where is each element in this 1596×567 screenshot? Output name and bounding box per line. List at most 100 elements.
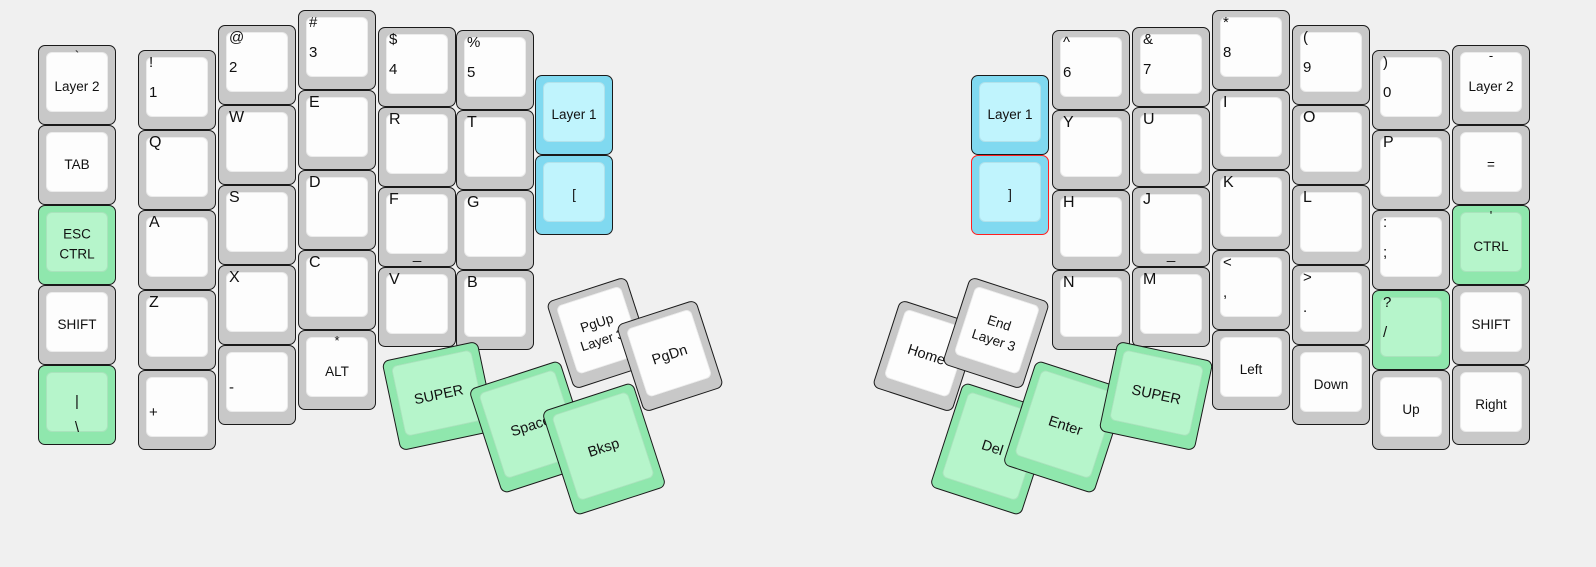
key-shift-right-cap — [1460, 292, 1522, 352]
key-q[interactable]: Q — [138, 130, 216, 210]
key-l-cap — [1300, 192, 1362, 252]
key-5-cap — [464, 37, 526, 97]
key-left-cap — [1220, 337, 1282, 397]
key-u[interactable]: U — [1132, 107, 1210, 187]
key-u-cap — [1140, 114, 1202, 174]
key-8[interactable]: *8 — [1212, 10, 1290, 90]
key-o-cap — [1300, 112, 1362, 172]
key-r[interactable]: R — [378, 107, 456, 187]
key-super-right[interactable]: SUPER — [1098, 340, 1214, 452]
key-i[interactable]: I — [1212, 90, 1290, 170]
key-h[interactable]: H — [1052, 190, 1130, 270]
key-c[interactable]: C — [298, 250, 376, 330]
key-f[interactable]: F_ — [378, 187, 456, 267]
key-d[interactable]: D — [298, 170, 376, 250]
key-alt-cap — [306, 337, 368, 397]
key-b-cap — [464, 277, 526, 337]
key-bracket-right-close[interactable]: ] — [971, 155, 1049, 235]
key-minus-left-cap — [226, 352, 288, 412]
key-comma-cap — [1220, 257, 1282, 317]
key-bracket-left-open[interactable]: [ — [535, 155, 613, 235]
key-period[interactable]: >. — [1292, 265, 1370, 345]
key-2[interactable]: @2 — [218, 25, 296, 105]
key-2-cap — [226, 32, 288, 92]
key-y[interactable]: Y — [1052, 110, 1130, 190]
key-t[interactable]: T — [456, 110, 534, 190]
key-slash-cap — [1380, 297, 1442, 357]
key-layer1-right[interactable]: Layer 1 — [971, 75, 1049, 155]
key-m[interactable]: M — [1132, 267, 1210, 347]
key-comma[interactable]: <, — [1212, 250, 1290, 330]
key-i-cap — [1220, 97, 1282, 157]
key-g[interactable]: G — [456, 190, 534, 270]
key-layer1-left[interactable]: Layer 1 — [535, 75, 613, 155]
key-0[interactable]: )0 — [1372, 50, 1450, 130]
key-z[interactable]: Z — [138, 290, 216, 370]
key-1[interactable]: !1 — [138, 50, 216, 130]
key-o[interactable]: O — [1292, 105, 1370, 185]
key-super-right-cap — [1109, 349, 1205, 437]
key-layer1-left-cap — [543, 82, 605, 142]
key-shift-left[interactable]: SHIFT — [38, 285, 116, 365]
key-end-layer3-cap — [953, 285, 1041, 375]
key-f-cap — [386, 194, 448, 254]
key-semicolon-cap — [1380, 217, 1442, 277]
key-esc-ctrl-cap — [46, 212, 108, 272]
key-8-cap — [1220, 17, 1282, 77]
key-minus-layer2-cap — [1460, 52, 1522, 112]
key-left[interactable]: Left — [1212, 330, 1290, 410]
key-j[interactable]: J_ — [1132, 187, 1210, 267]
key-x[interactable]: X — [218, 265, 296, 345]
key-quote-ctrl-cap — [1460, 212, 1522, 272]
key-9[interactable]: (9 — [1292, 25, 1370, 105]
key-v[interactable]: V — [378, 267, 456, 347]
key-right[interactable]: Right — [1452, 365, 1530, 445]
key-s[interactable]: S — [218, 185, 296, 265]
key-z-cap — [146, 297, 208, 357]
key-w-cap — [226, 112, 288, 172]
key-equals[interactable]: = — [1452, 125, 1530, 205]
key-6[interactable]: ^6 — [1052, 30, 1130, 110]
key-bksp-cap — [551, 390, 656, 502]
key-l[interactable]: L — [1292, 185, 1370, 265]
key-k-cap — [1220, 177, 1282, 237]
key-alt[interactable]: *ALT — [298, 330, 376, 410]
key-9-cap — [1300, 32, 1362, 92]
key-6-cap — [1060, 37, 1122, 97]
key-1-cap — [146, 57, 208, 117]
key-0-cap — [1380, 57, 1442, 117]
key-down[interactable]: Down — [1292, 345, 1370, 425]
key-semicolon[interactable]: :; — [1372, 210, 1450, 290]
key-esc-ctrl[interactable]: ESC CTRL — [38, 205, 116, 285]
key-d-cap — [306, 177, 368, 237]
key-e[interactable]: E — [298, 90, 376, 170]
key-tab[interactable]: TAB — [38, 125, 116, 205]
key-7[interactable]: &7 — [1132, 27, 1210, 107]
key-m-cap — [1140, 274, 1202, 334]
key-plus-cap — [146, 377, 208, 437]
key-grave-layer2[interactable]: `Layer 2 — [38, 45, 116, 125]
key-5[interactable]: %5 — [456, 30, 534, 110]
key-plus[interactable]: + — [138, 370, 216, 450]
key-quote-ctrl[interactable]: 'CTRL — [1452, 205, 1530, 285]
key-c-cap — [306, 257, 368, 317]
key-a[interactable]: A — [138, 210, 216, 290]
key-up[interactable]: Up — [1372, 370, 1450, 450]
key-b[interactable]: B — [456, 270, 534, 350]
key-right-cap — [1460, 372, 1522, 432]
key-n[interactable]: N — [1052, 270, 1130, 350]
key-s-cap — [226, 192, 288, 252]
key-minus-layer2[interactable]: -Layer 2 — [1452, 45, 1530, 125]
key-minus-left[interactable]: - — [218, 345, 296, 425]
key-w[interactable]: W — [218, 105, 296, 185]
key-t-cap — [464, 117, 526, 177]
key-3[interactable]: #3 — [298, 10, 376, 90]
key-slash[interactable]: ?/ — [1372, 290, 1450, 370]
key-4[interactable]: $4 — [378, 27, 456, 107]
key-p[interactable]: P — [1372, 130, 1450, 210]
key-p-cap — [1380, 137, 1442, 197]
key-k[interactable]: K — [1212, 170, 1290, 250]
key-pipe-backslash[interactable]: | \ — [38, 365, 116, 445]
key-shift-right[interactable]: SHIFT — [1452, 285, 1530, 365]
